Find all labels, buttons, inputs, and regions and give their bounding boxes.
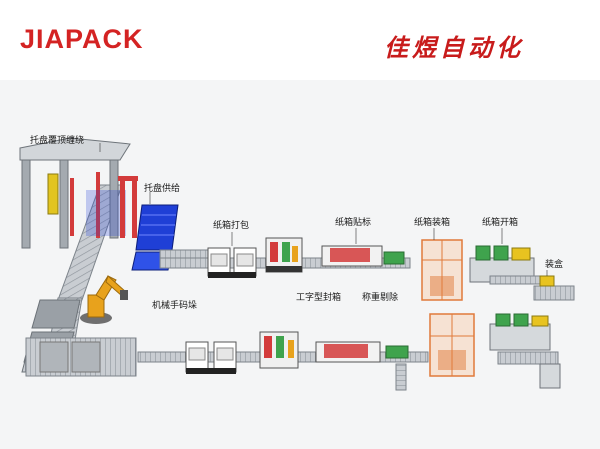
palletizing-robot — [80, 275, 128, 324]
label-weigh-reject: 称重剔除 — [362, 293, 399, 303]
bottom-strapping-machines — [185, 341, 237, 374]
brand-logo: JIAPACK — [20, 24, 144, 54]
label-leader-lines — [99, 143, 548, 276]
bottom-case-packer — [429, 313, 475, 377]
header-banner: JIAPACK 佳煜自动化 — [0, 0, 600, 80]
box-loading-station — [533, 275, 575, 301]
label-h-sealer: 工字型封箱 — [296, 293, 342, 303]
pallet-wrapper-machine — [19, 137, 131, 249]
brand-chinese-name: 佳煜自动化 — [384, 33, 524, 62]
production-line-scene: 托盘覆顶缠绕 托盘供给 纸箱打包 纸箱贴标 纸箱装箱 纸箱开箱 装盒 工字型封箱… — [0, 80, 600, 449]
top-case-packer — [421, 239, 463, 301]
top-carton-erector — [469, 245, 551, 285]
label-pallet-supply: 托盘供给 — [144, 184, 181, 194]
label-carton-strap: 纸箱打包 — [213, 221, 250, 231]
bottom-carton-erector — [489, 313, 561, 389]
label-robot-palletize: 机械手码垛 — [152, 301, 198, 311]
bottom-labeler-and-weigher — [315, 341, 409, 391]
label-box-loading: 装盒 — [545, 260, 564, 270]
top-labeler-and-weigher — [321, 245, 405, 267]
label-pallet-wrap: 托盘覆顶缠绕 — [30, 136, 85, 146]
production-line-diagram — [19, 137, 575, 391]
top-h-sealer — [265, 237, 303, 273]
pallet-station-1 — [31, 299, 81, 329]
label-carton-erect: 纸箱开箱 — [482, 218, 519, 228]
label-case-packing: 纸箱装箱 — [414, 218, 451, 228]
bottom-h-sealer — [259, 331, 299, 369]
red-transfer-frame — [118, 176, 138, 238]
label-carton-label: 纸箱贴标 — [335, 218, 372, 228]
top-strapping-machines — [207, 247, 257, 278]
